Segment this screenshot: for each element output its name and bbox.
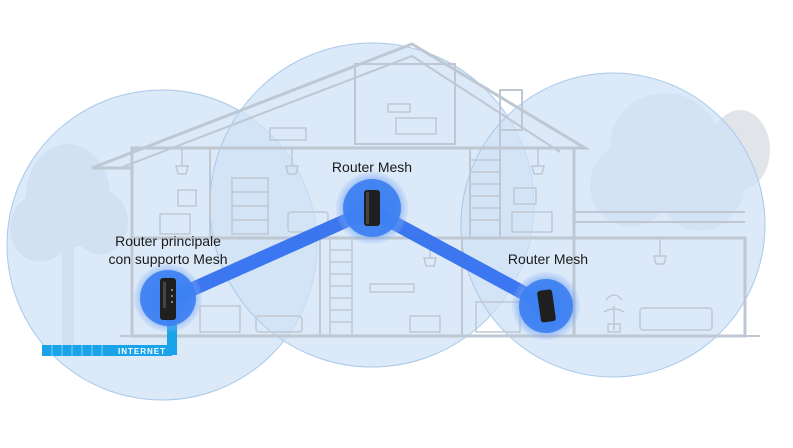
furniture <box>159 103 713 333</box>
label-mesh-top: Router Mesh <box>331 159 413 175</box>
router-mesh-right <box>512 272 580 340</box>
router-main <box>134 264 202 332</box>
label-main-router-line1: Router principale <box>115 233 221 249</box>
label-mesh-right: Router Mesh <box>507 251 589 267</box>
router-icon <box>364 190 380 226</box>
router-mesh-top <box>336 172 408 244</box>
label-main-router-line2: con supporto Mesh <box>108 251 228 267</box>
router-icon <box>160 278 176 320</box>
link-main-to-top <box>165 203 373 307</box>
internet-label: INTERNET <box>118 347 166 356</box>
router-icon <box>537 289 556 323</box>
house-outline <box>91 42 760 338</box>
